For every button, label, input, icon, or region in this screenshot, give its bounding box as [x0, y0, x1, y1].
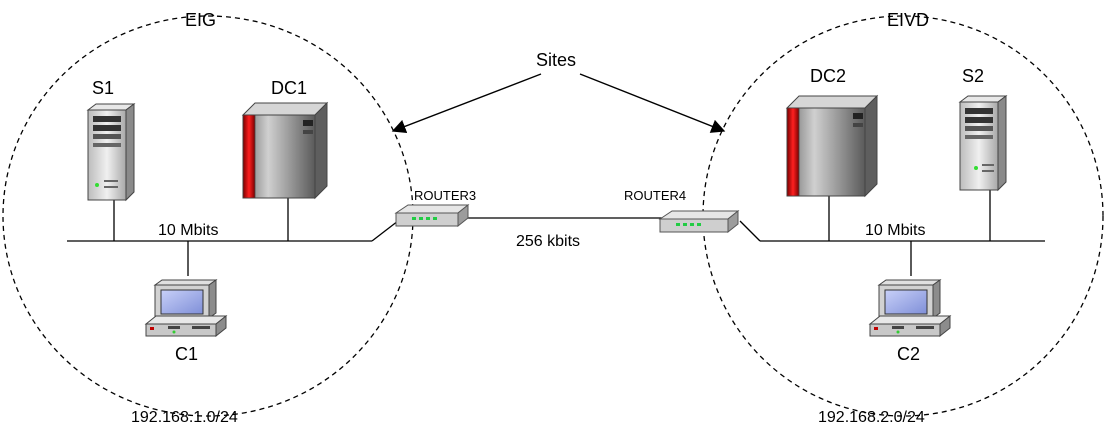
lan-line-right [739, 190, 1045, 276]
wan-speed-label: 256 kbits [516, 233, 580, 250]
dc2-server-icon [785, 94, 879, 198]
client-c2-label: C2 [897, 344, 920, 364]
router-right-label: ROUTER4 [624, 188, 686, 203]
dc1-label: DC1 [271, 78, 307, 98]
client-c1-label: C1 [175, 344, 198, 364]
router-left [394, 203, 470, 228]
server-s1-icon [86, 103, 136, 202]
subnet-right: 192.168.2.0/24 [818, 409, 925, 426]
router-right [658, 209, 740, 234]
subnet-left: 192.168.1.0/24 [131, 409, 238, 426]
site-name-left: EIG [185, 10, 216, 30]
lan-speed-left: 10 Mbits [158, 222, 218, 239]
sites-label: Sites [536, 50, 576, 70]
sites-arrow-left [391, 73, 542, 134]
lan-speed-right: 10 Mbits [865, 222, 925, 239]
server-s1-label: S1 [92, 78, 114, 98]
client-c1-icon [144, 279, 228, 338]
client-c2-icon [868, 279, 952, 338]
server-s2-label: S2 [962, 66, 984, 86]
server-s2-icon [958, 95, 1008, 192]
dc2-label: DC2 [810, 66, 846, 86]
site-boundary-eivd [702, 15, 1104, 417]
site-boundary-eig [2, 15, 414, 417]
sites-arrow-right [579, 73, 726, 133]
lan-line-left [67, 198, 399, 276]
site-name-right: EIVD [887, 10, 929, 30]
dc1-server-icon [241, 101, 329, 200]
router-left-label: ROUTER3 [414, 188, 476, 203]
